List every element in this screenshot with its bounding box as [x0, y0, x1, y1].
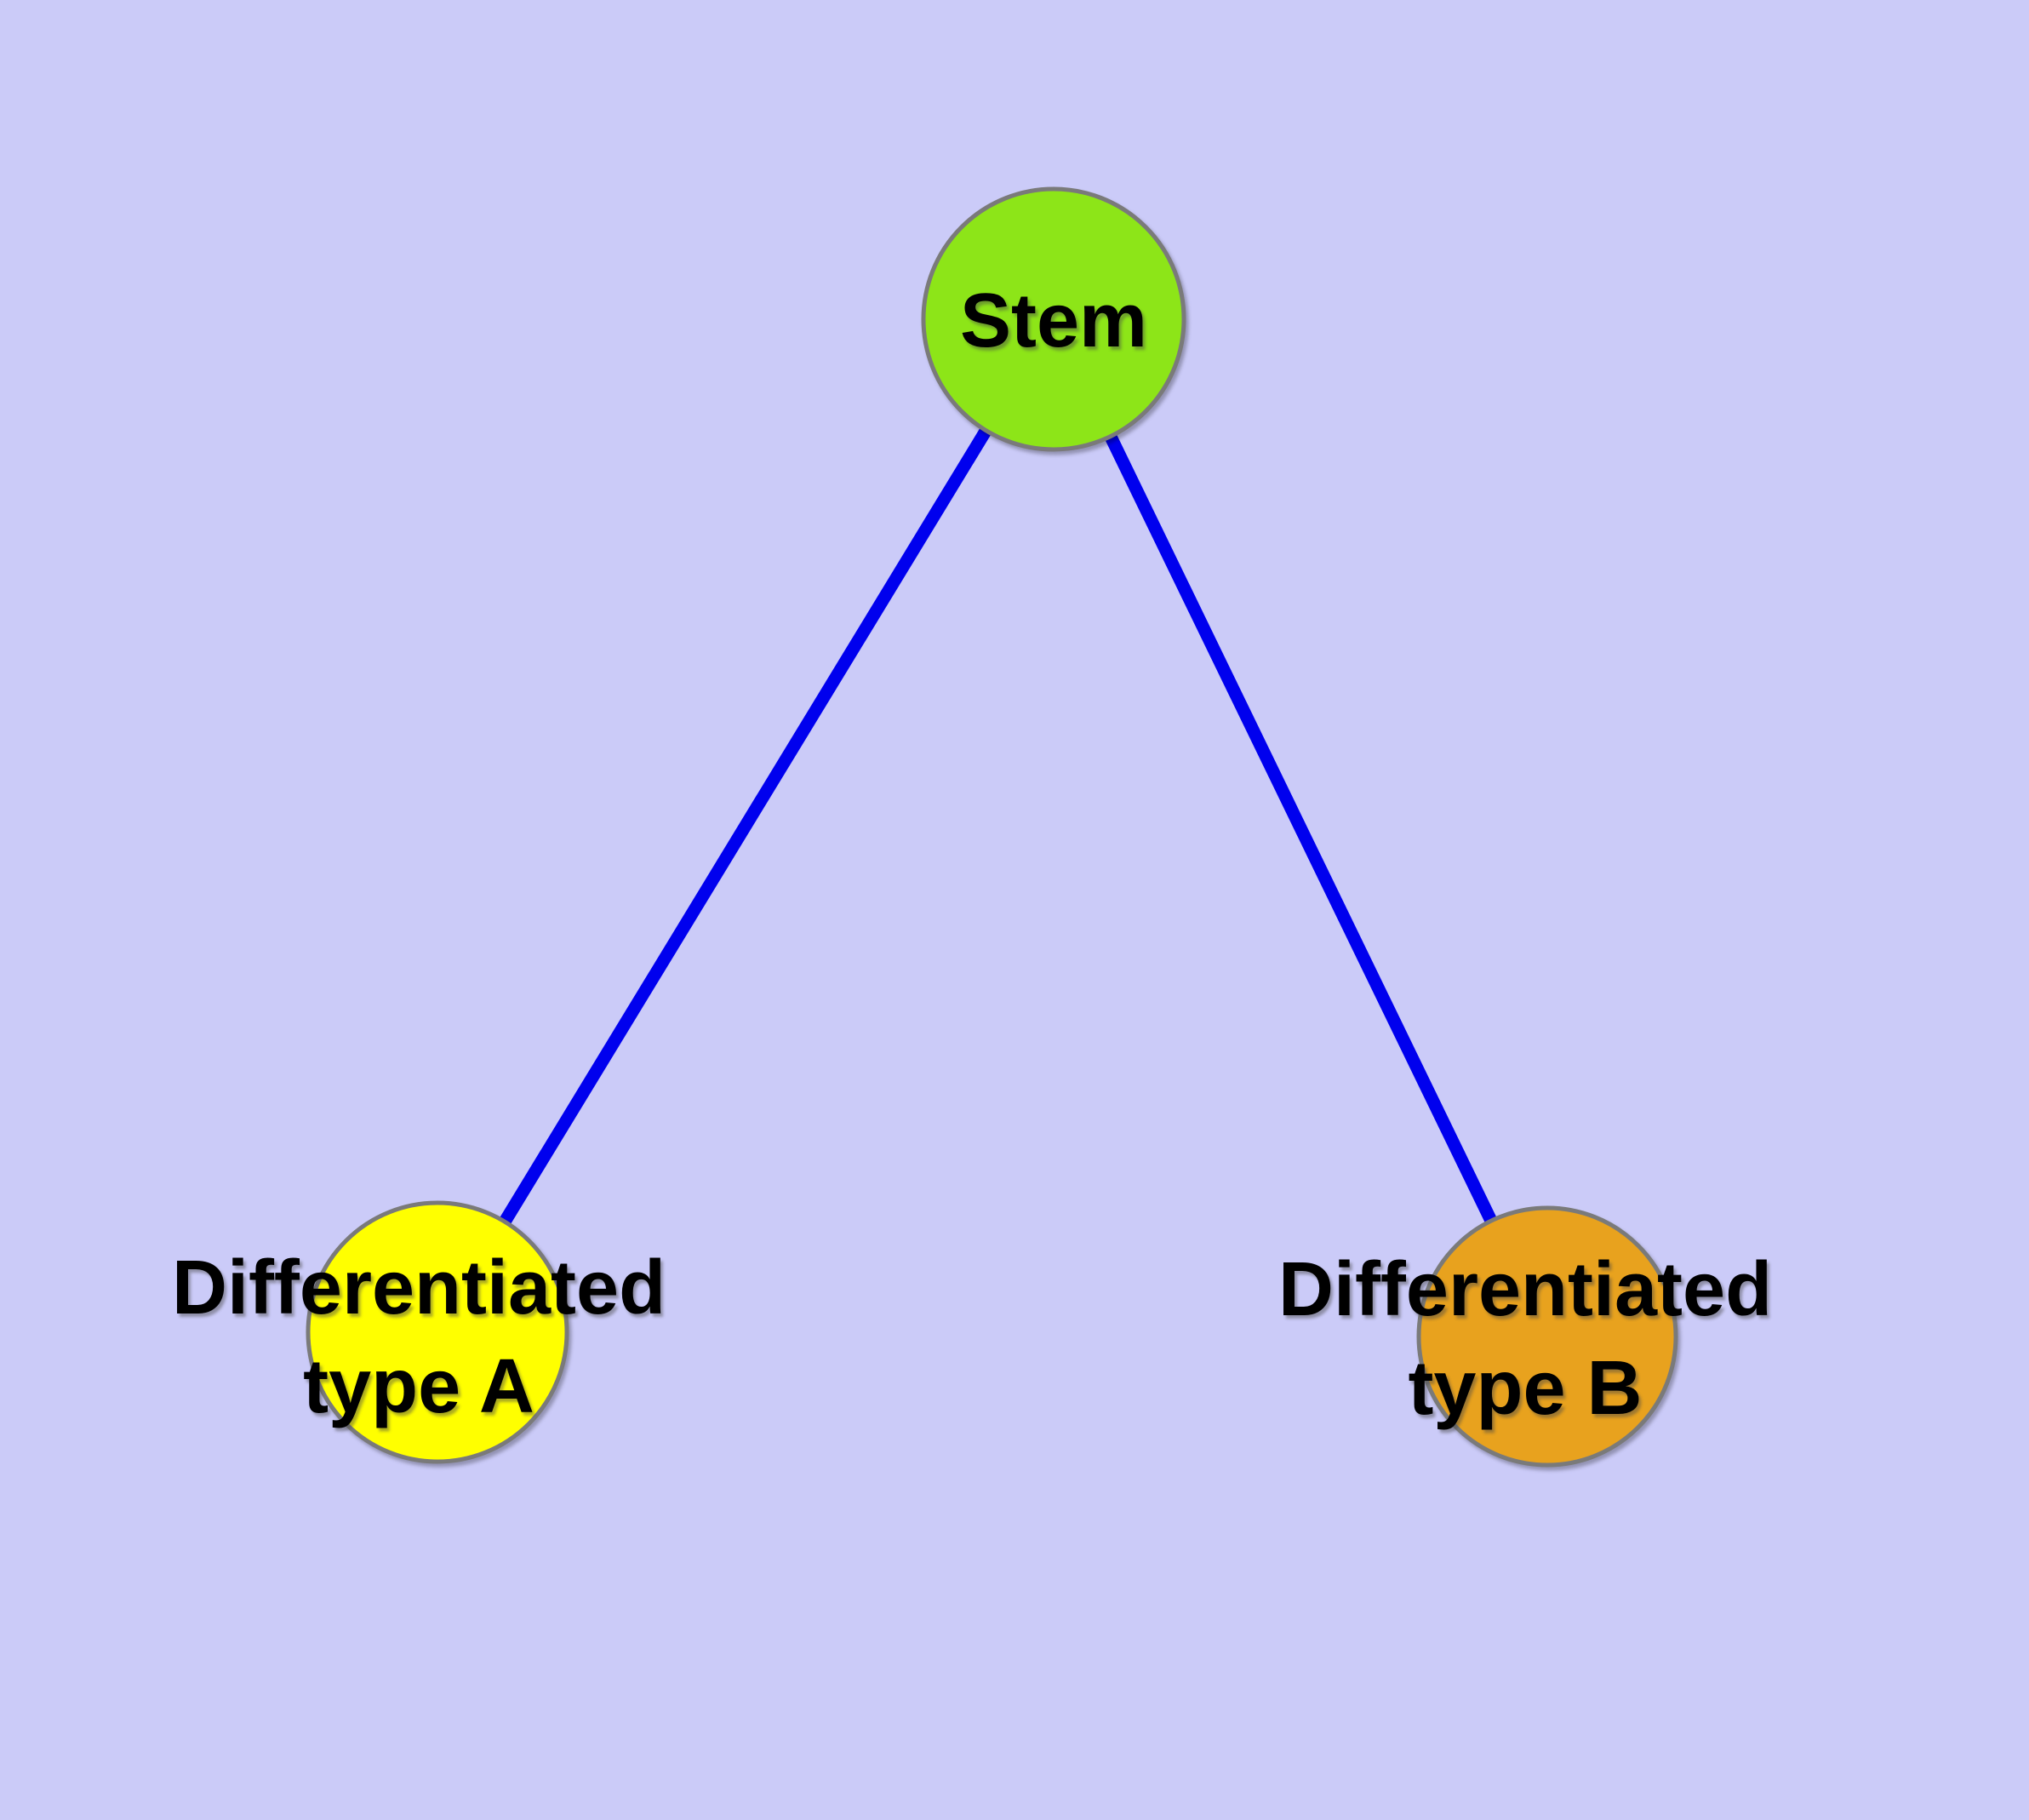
edge-stem-to-type-a [432, 316, 1060, 1336]
node-stem [921, 186, 1186, 452]
node-label-stem: Stem [959, 278, 1148, 363]
edge-stem-to-type-b [1048, 316, 1553, 1340]
node-label-type-b-line2: type B [1408, 1346, 1643, 1431]
node-label-type-a: Differentiated type A [172, 1239, 666, 1436]
node-type-b [1416, 1205, 1678, 1468]
node-type-a [306, 1200, 569, 1464]
node-label-type-b-line1: Differentiated [1277, 1247, 1773, 1332]
node-label-type-a-line1: Differentiated [171, 1245, 666, 1331]
node-label-type-a-line2: type A [303, 1344, 534, 1429]
node-label-type-b: Differentiated type B [1278, 1240, 1772, 1438]
